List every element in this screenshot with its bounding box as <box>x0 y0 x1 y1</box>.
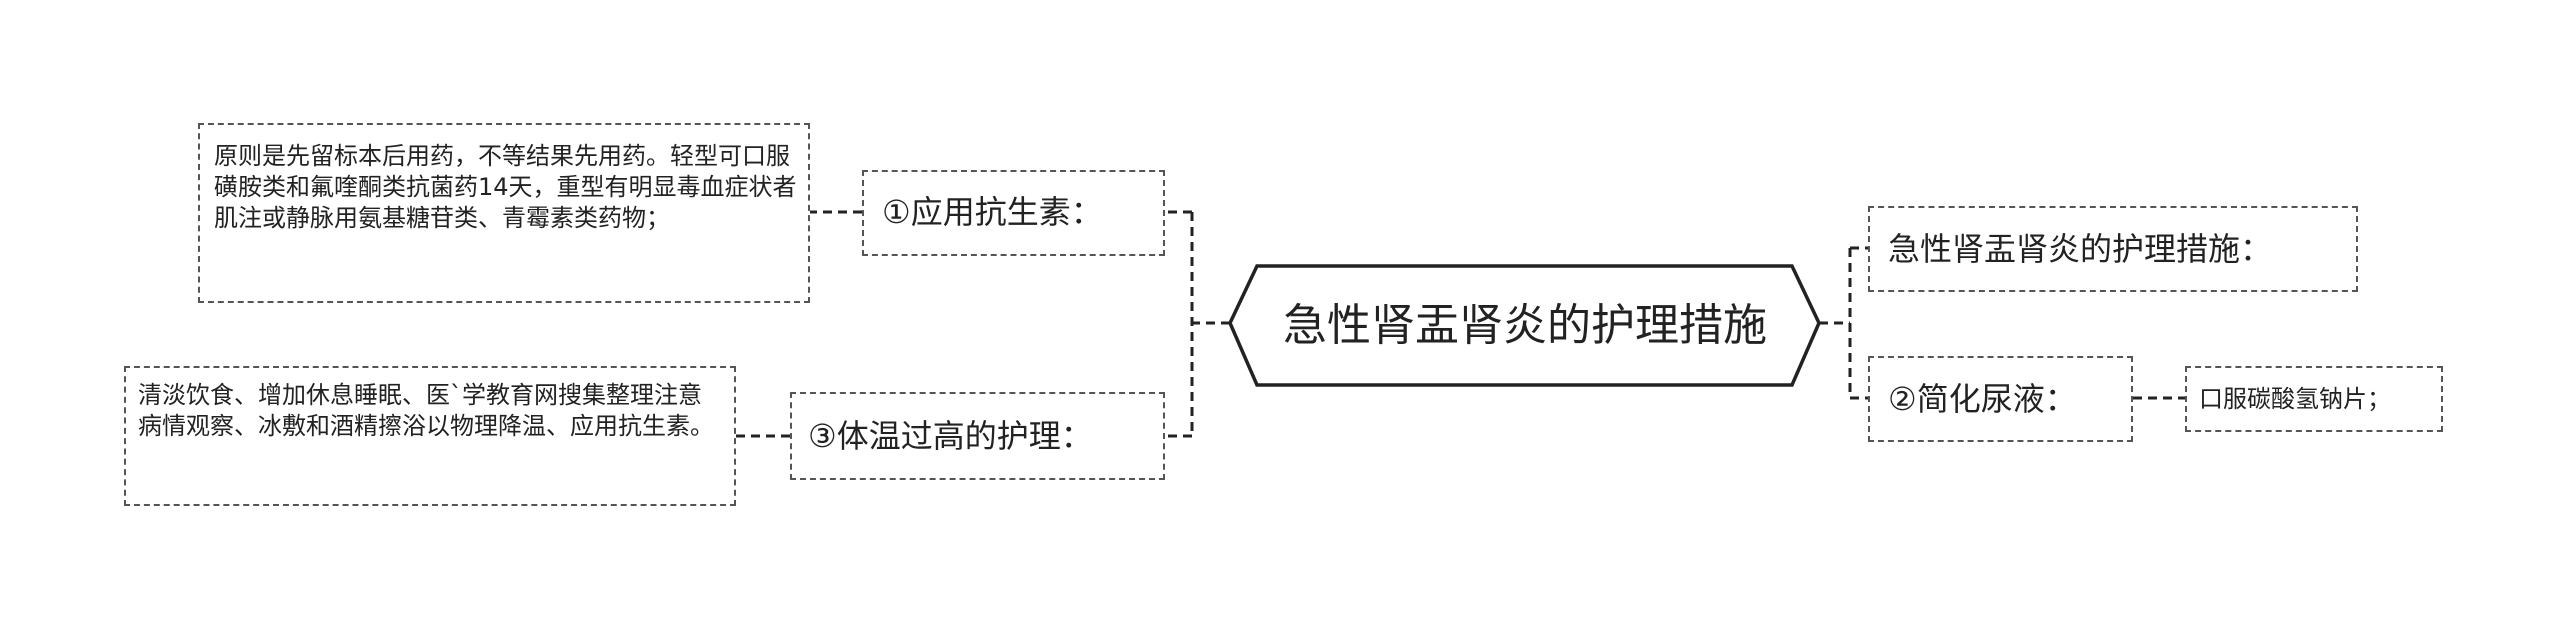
branch-urine[interactable]: ②简化尿液： <box>1868 356 2133 442</box>
detail-antibiotics[interactable]: 原则是先留标本后用药，不等结果先用药。轻型可口服磺胺类和氟喹酮类抗菌药14天，重… <box>198 123 810 303</box>
branch-right-topic-label: 急性肾盂肾炎的护理措施： <box>1888 230 2273 268</box>
detail-fever-text: 清淡饮食、增加休息睡眠、医`学教育网搜集整理注意病情观察、冰敷和酒精擦浴以物理降… <box>138 381 714 440</box>
central-topic[interactable]: 急性肾盂肾炎的护理措施 <box>1283 300 1767 351</box>
branch-right-topic[interactable]: 急性肾盂肾炎的护理措施： <box>1868 206 2358 292</box>
branch-fever[interactable]: ③体温过高的护理： <box>790 392 1165 480</box>
detail-antibiotics-text: 原则是先留标本后用药，不等结果先用药。轻型可口服磺胺类和氟喹酮类抗菌药14天，重… <box>214 142 797 232</box>
branch-fever-label: ③体温过高的护理： <box>808 417 1093 455</box>
branch-antibiotics-label: ①应用抗生素： <box>882 193 1103 231</box>
detail-fever[interactable]: 清淡饮食、增加休息睡眠、医`学教育网搜集整理注意病情观察、冰敷和酒精擦浴以物理降… <box>124 366 736 506</box>
branch-antibiotics[interactable]: ①应用抗生素： <box>862 170 1165 256</box>
detail-urine[interactable]: 口服碳酸氢钠片； <box>2185 366 2443 432</box>
detail-urine-text: 口服碳酸氢钠片； <box>2199 385 2391 413</box>
central-topic-shape <box>1228 264 1821 387</box>
branch-urine-label: ②简化尿液： <box>1888 380 2077 418</box>
